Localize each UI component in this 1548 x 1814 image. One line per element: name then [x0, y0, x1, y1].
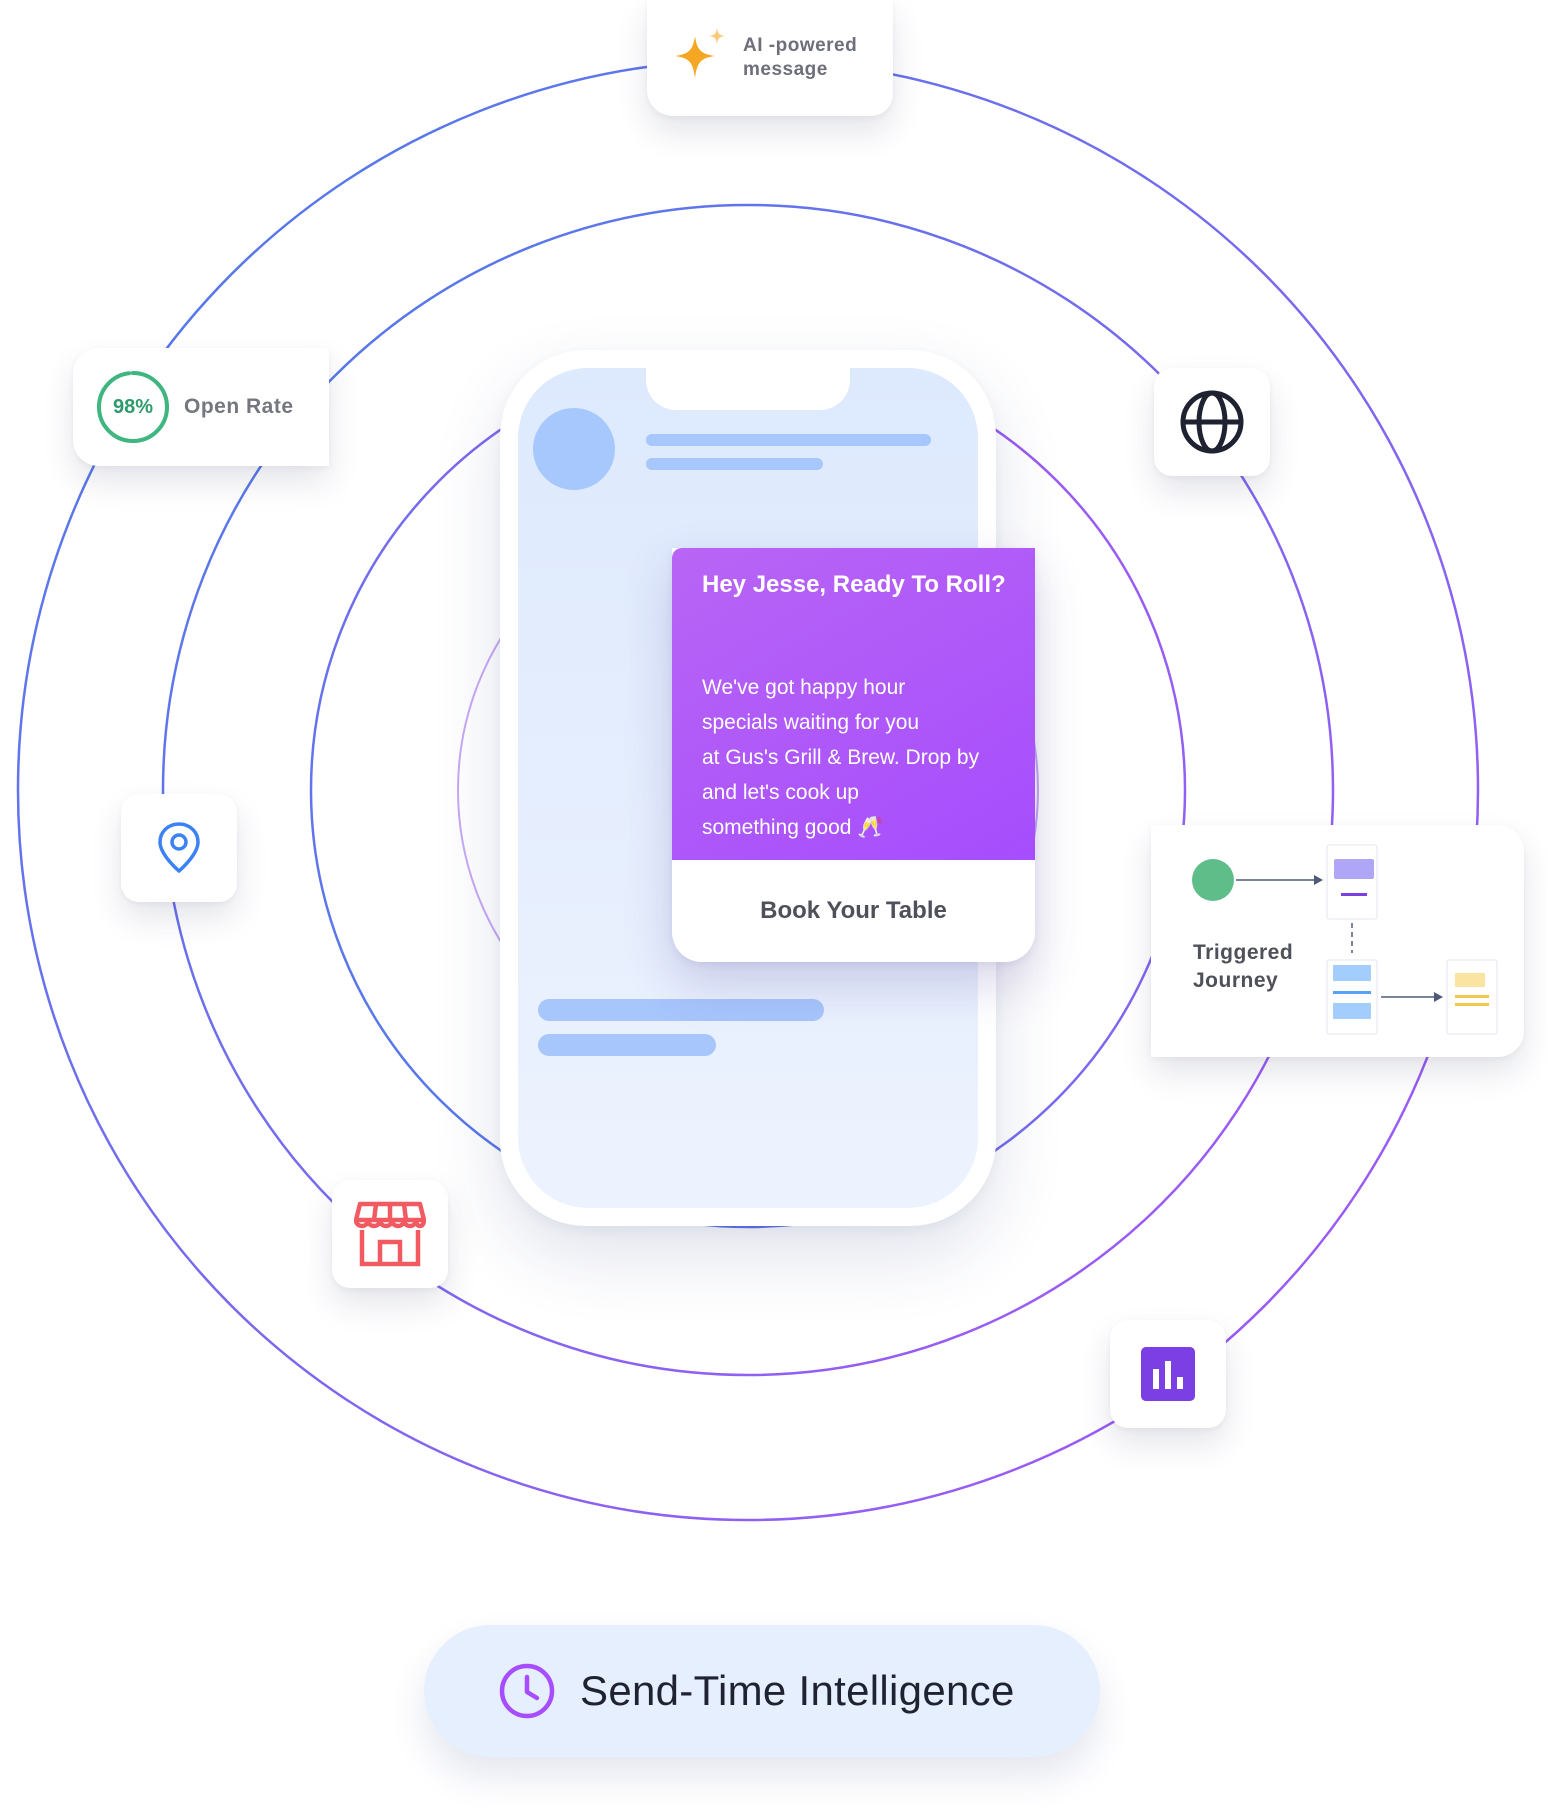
- orbit-ring-middle: [161, 203, 1335, 1377]
- send-time-pill: Send-Time Intelligence: [424, 1625, 1100, 1757]
- open-rate-ring: 98%: [95, 369, 171, 445]
- open-rate-card: 98% Open Rate: [73, 348, 329, 466]
- notification-message: We've got happy hour specials waiting fo…: [702, 676, 980, 839]
- storefront-icon: [354, 1201, 426, 1267]
- globe-icon: [1180, 390, 1244, 454]
- location-card: [121, 794, 237, 902]
- journey-step-card-1: [1326, 844, 1378, 920]
- ai-powered-label: AI -powered message: [743, 35, 858, 80]
- storefront-card: [332, 1180, 448, 1288]
- send-time-label: Send-Time Intelligence: [580, 1667, 1015, 1714]
- push-notification[interactable]: Hey Jesse, Ready To Roll? We've got happ…: [672, 548, 1035, 962]
- open-rate-label: Open Rate: [184, 395, 294, 418]
- journey-step-card-2: [1326, 959, 1378, 1035]
- placeholder-line: [538, 999, 824, 1021]
- triggered-journey-card: Triggered Journey: [1151, 825, 1524, 1057]
- location-pin-icon: [158, 822, 200, 873]
- sparkle-icon: [675, 28, 725, 78]
- triggered-journey-label: Triggered Journey: [1193, 941, 1294, 992]
- phone-notch: [646, 368, 850, 410]
- clock-icon: [499, 1663, 555, 1719]
- placeholder-line: [646, 458, 823, 470]
- bar-chart-icon: [1141, 1347, 1195, 1401]
- analytics-card: [1110, 1320, 1226, 1428]
- placeholder-line: [538, 1034, 716, 1056]
- open-rate-progress-arc: [97, 371, 169, 443]
- journey-flow-diagram: [1192, 844, 1498, 1035]
- ai-powered-message-card: AI -powered message: [647, 0, 893, 116]
- journey-step-card-3: [1446, 959, 1498, 1035]
- book-table-button[interactable]: Book Your Table: [760, 897, 947, 924]
- notification-body-panel: Hey Jesse, Ready To Roll? We've got happ…: [672, 548, 1035, 860]
- placeholder-line: [646, 434, 931, 446]
- notification-title: Hey Jesse, Ready To Roll?: [702, 571, 1006, 598]
- globe-card: [1154, 368, 1270, 476]
- journey-start-node: [1192, 859, 1234, 901]
- avatar: [533, 408, 615, 490]
- open-rate-value: 98%: [112, 395, 154, 418]
